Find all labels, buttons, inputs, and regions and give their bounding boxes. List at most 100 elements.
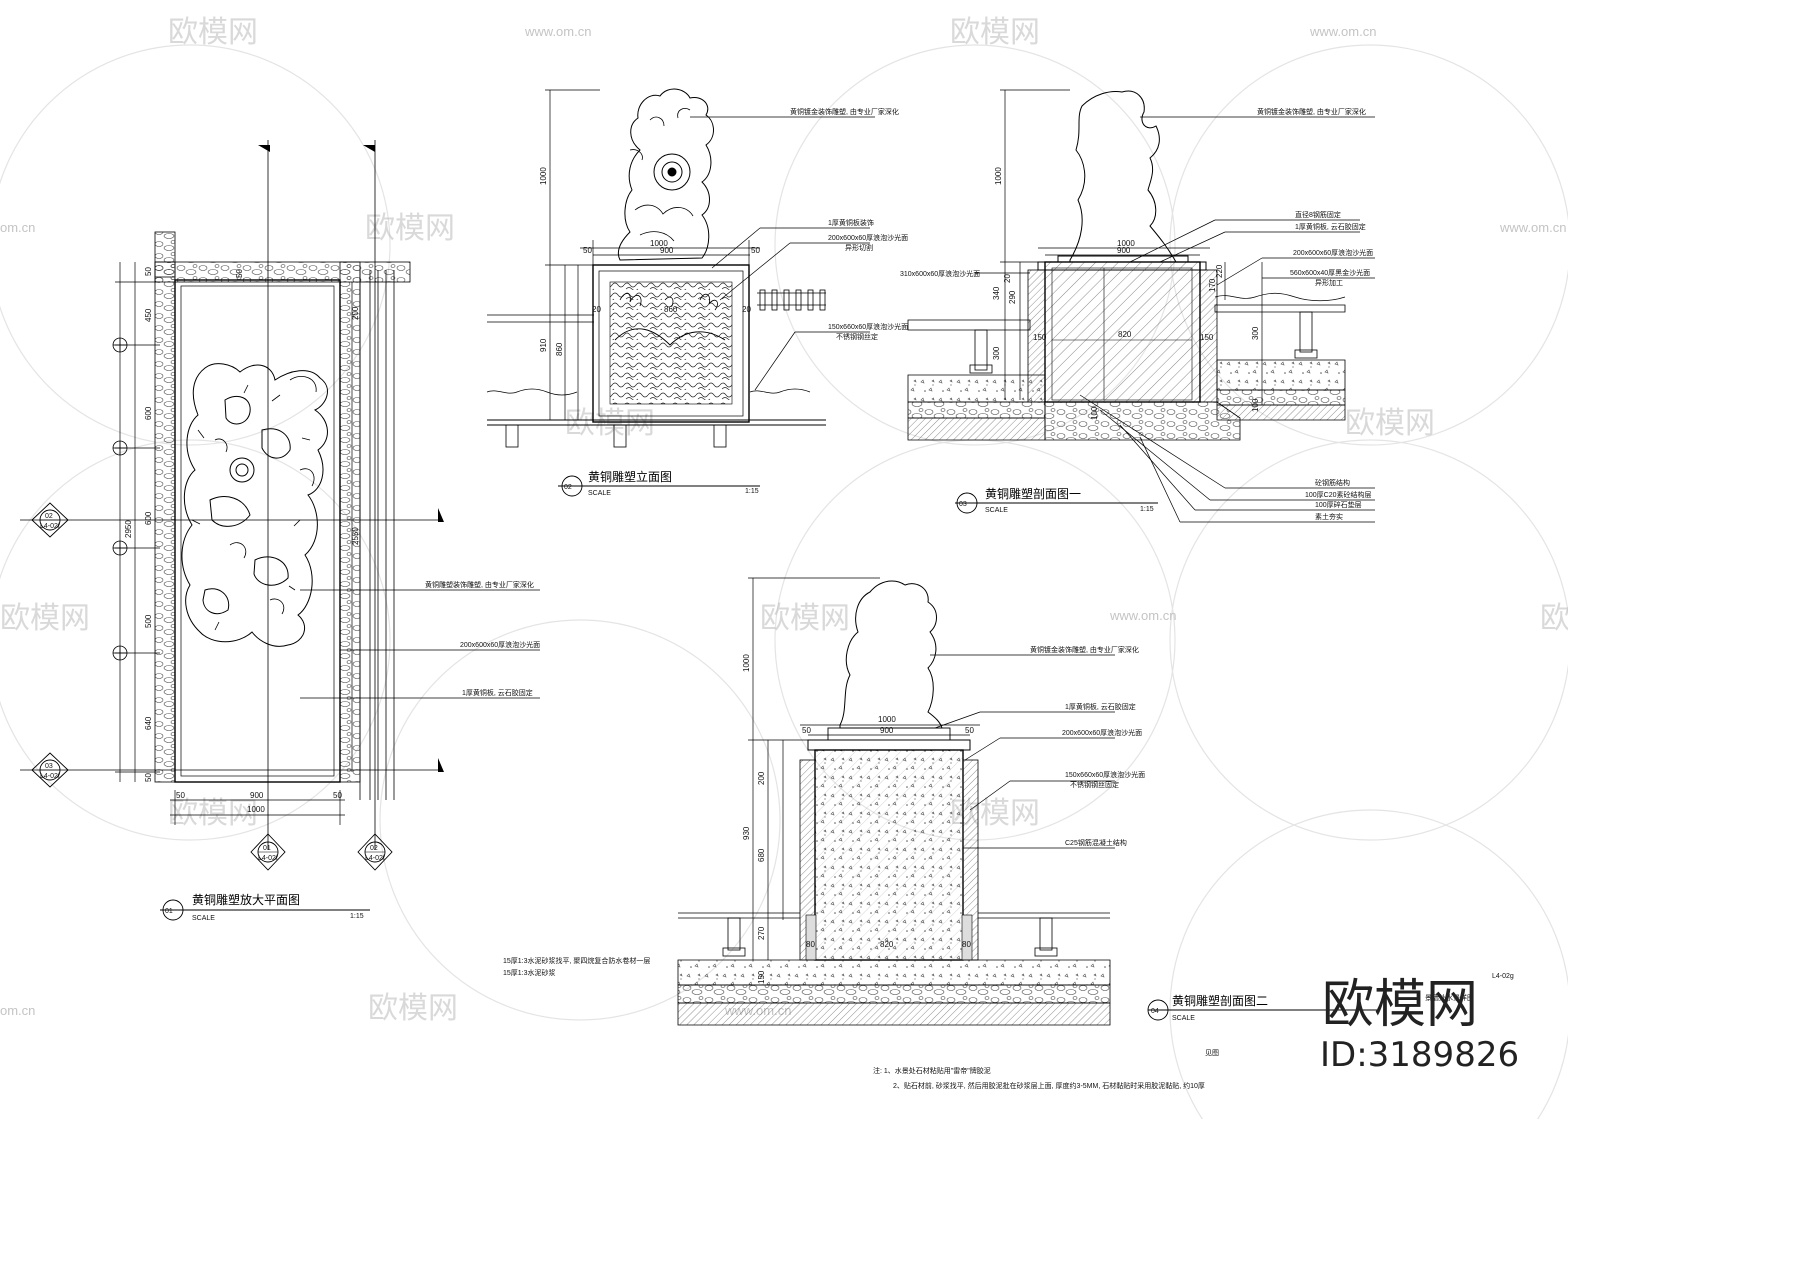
svg-text:200x600x60厚浪泡沙光面: 200x600x60厚浪泡沙光面: [1293, 248, 1373, 257]
svg-text:1:15: 1:15: [745, 488, 759, 495]
svg-text:910: 910: [539, 338, 548, 352]
sculpture-elevation: [617, 88, 714, 261]
svg-text:50: 50: [583, 246, 592, 255]
svg-text:20: 20: [592, 305, 601, 314]
drawing-01-title: 黄铜雕塑放大平面图: [192, 892, 300, 907]
watermark-ring-1: [0, 44, 1568, 1119]
sheet-partial-text: 见图: [1205, 1049, 1219, 1057]
svg-text:1000: 1000: [878, 715, 896, 724]
svg-text:220: 220: [1215, 264, 1224, 278]
drawing-04-text: 1000 1000 900 50 50 930 200 680 270 150 …: [503, 645, 1268, 1022]
svg-text:200x600x60厚浪泡沙光面: 200x600x60厚浪泡沙光面: [460, 640, 540, 649]
general-note-1: 注: 1、水景处石材粘贴用"雷帝"牌胶泥: [873, 1066, 991, 1075]
drawing-03-title: 黄铜雕塑剖面图一: [985, 486, 1081, 501]
drawing-04-title: 黄铜雕塑剖面图二: [1172, 993, 1268, 1008]
svg-text:200: 200: [757, 771, 766, 785]
sheet-code: L4-02g: [1492, 973, 1514, 980]
watermark-brand: 欧模网: [365, 211, 455, 246]
svg-text:50: 50: [144, 773, 153, 782]
svg-text:1000: 1000: [1117, 239, 1135, 248]
svg-text:100厚碎石垫层: 100厚碎石垫层: [1315, 500, 1362, 509]
svg-text:02: 02: [370, 845, 378, 852]
svg-text:50: 50: [965, 726, 974, 735]
watermark-logo-large: 欧模网: [1322, 975, 1478, 1035]
svg-text:150: 150: [1200, 333, 1214, 342]
svg-text:500: 500: [144, 614, 153, 628]
svg-text:300: 300: [992, 346, 1001, 360]
svg-text:680: 680: [757, 848, 766, 862]
watermark-id: ID:3189826: [1320, 1035, 1519, 1075]
svg-text:900: 900: [250, 791, 264, 800]
svg-text:820: 820: [880, 940, 894, 949]
svg-text:50: 50: [144, 267, 153, 276]
svg-text:砼钢筋结构: 砼钢筋结构: [1315, 478, 1350, 487]
drawing-04-number: 04: [1151, 1008, 1159, 1015]
svg-text:820: 820: [1118, 330, 1132, 339]
svg-text:15厚1:3水泥砂浆找平, 聚四烷复合防水卷材一层: 15厚1:3水泥砂浆找平, 聚四烷复合防水卷材一层: [503, 956, 650, 965]
svg-text:素土夯实: 素土夯实: [1315, 512, 1343, 521]
watermark-layer: 欧模网 欧模网 www.om.cn www.om.cn 欧模网 om.cn ww…: [0, 15, 1568, 1119]
sheet-footer: L4-02g 景墙处水景详图 见图 注: 1、水景处石材粘贴用"雷帝"牌胶泥 2…: [873, 973, 1519, 1090]
sculpture-section-outline: [1069, 90, 1177, 263]
watermark-url-partial: om.cn: [0, 1003, 35, 1018]
svg-text:黄铜镀金装饰雕塑, 由专业厂家深化: 黄铜镀金装饰雕塑, 由专业厂家深化: [1030, 645, 1139, 654]
svg-text:直径8钢筋固定: 直径8钢筋固定: [1295, 210, 1341, 219]
watermark-url-partial: om.cn: [0, 220, 35, 235]
cad-drawing-sheet: 欧模网 欧模网 www.om.cn www.om.cn 欧模网 om.cn ww…: [0, 15, 1568, 1119]
svg-text:900: 900: [880, 726, 894, 735]
drawing-03-text: 1000 1000 900 340 290 300 150 100 820 30…: [900, 107, 1373, 521]
svg-text:1:15: 1:15: [1140, 506, 1154, 513]
svg-text:50: 50: [751, 246, 760, 255]
watermark-brand-partial: 欧模网: [0, 601, 90, 636]
drawing-04-section-two: [677, 577, 1380, 1026]
svg-text:02: 02: [45, 513, 53, 520]
svg-text:2950: 2950: [124, 520, 133, 538]
sculpture-plan-outline: [181, 363, 328, 647]
drawing-03-section-one: [907, 89, 1375, 523]
sculpture-section2-outline: [839, 580, 943, 729]
svg-text:200x600x60厚浪泡沙光面: 200x600x60厚浪泡沙光面: [1062, 728, 1142, 737]
svg-text:1:15: 1:15: [350, 913, 364, 920]
svg-text:200x600x60厚浪泡沙光面: 200x600x60厚浪泡沙光面: [828, 233, 908, 242]
svg-text:1000: 1000: [539, 167, 548, 185]
drawing-01-text: 50 450 600 600 500 640 50 2950 2550 200 …: [40, 267, 540, 922]
svg-text:03: 03: [45, 763, 53, 770]
svg-text:50: 50: [235, 269, 244, 278]
svg-text:100厚C20素砼结构层: 100厚C20素砼结构层: [1305, 490, 1372, 499]
svg-text:1厚黄铜板, 云石胶固定: 1厚黄铜板, 云石胶固定: [1295, 222, 1366, 231]
watermark-brand: 欧模网: [168, 15, 258, 50]
svg-text:310x600x60厚浪泡沙光面: 310x600x60厚浪泡沙光面: [900, 269, 980, 278]
watermark-brand: 欧模网: [760, 601, 850, 636]
watermark-url: www.om.cn: [524, 24, 591, 39]
watermark-brand: 欧模网: [950, 15, 1040, 50]
svg-text:20: 20: [1003, 274, 1012, 283]
watermark-brand-partial: 欧模网: [1540, 601, 1568, 636]
svg-text:340: 340: [992, 286, 1001, 300]
watermark-brand: 欧模网: [565, 406, 655, 441]
general-note-2: 2、贴石材前, 砂浆找平, 然后用胶泥批在砂浆层上面, 厚度约3-5MM, 石材…: [893, 1081, 1205, 1090]
watermark-url: www.om.cn: [1309, 24, 1376, 39]
drawing-02-title: 黄铜雕塑立面图: [588, 469, 672, 484]
svg-text:不锈钢钢丝固定: 不锈钢钢丝固定: [1070, 780, 1119, 789]
svg-text:860: 860: [555, 342, 564, 356]
watermark-brand: 欧模网: [368, 991, 458, 1026]
svg-text:150x660x60厚浪泡沙光面: 150x660x60厚浪泡沙光面: [1065, 770, 1145, 779]
svg-text:1000: 1000: [650, 239, 668, 248]
svg-text:100: 100: [1090, 406, 1099, 420]
svg-text:270: 270: [757, 926, 766, 940]
svg-text:黄铜镀金装饰雕塑, 由专业厂家深化: 黄铜镀金装饰雕塑, 由专业厂家深化: [1257, 107, 1366, 116]
drawing-01-plan: [20, 140, 540, 921]
svg-text:L4-02f: L4-02f: [40, 523, 60, 530]
svg-text:900: 900: [660, 246, 674, 255]
drawing-03-number: 03: [959, 501, 967, 508]
svg-text:SCALE: SCALE: [985, 507, 1008, 514]
svg-text:L4-02f: L4-02f: [40, 773, 60, 780]
drawing-01-number: 01: [165, 908, 173, 915]
drawing-02-text: 1000 910 860 1000 900 50 50 20 20 860 黄铜…: [539, 107, 908, 497]
svg-text:50: 50: [333, 791, 342, 800]
watermark-url: www.om.cn: [1499, 220, 1566, 235]
svg-text:560x600x40厚黑金沙光面: 560x600x40厚黑金沙光面: [1290, 268, 1370, 277]
svg-text:200: 200: [351, 306, 360, 320]
svg-text:1000: 1000: [742, 654, 751, 672]
sheet-name: 景墙处水景详图: [1425, 993, 1474, 1002]
